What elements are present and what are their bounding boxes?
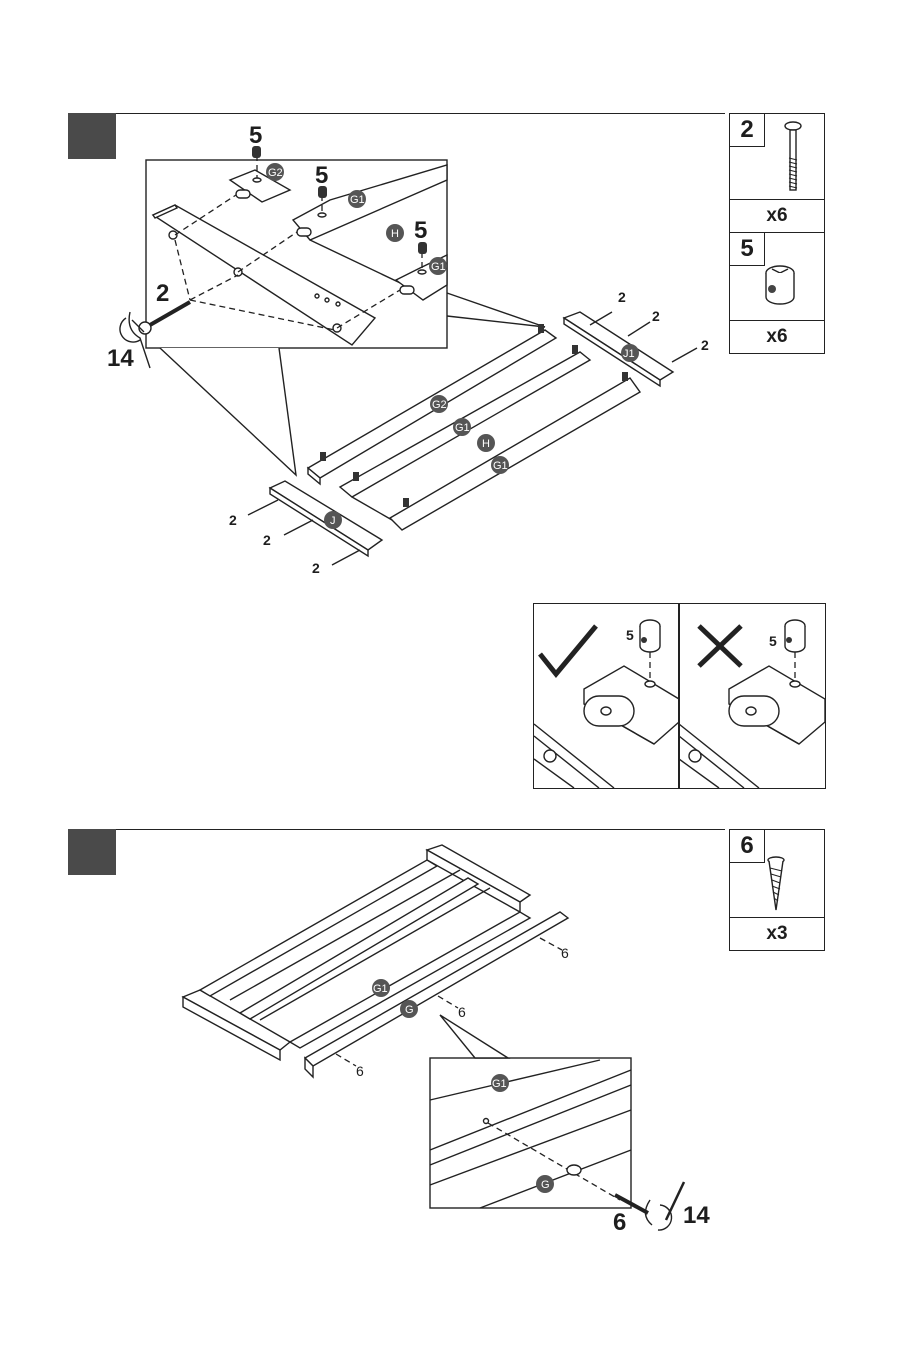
label-g1: G1 bbox=[431, 261, 446, 273]
label-j1: J1 bbox=[623, 348, 635, 360]
callout-tool: 14 bbox=[683, 1202, 710, 1229]
label-g1: G1 bbox=[492, 1078, 507, 1090]
label-g1: G1 bbox=[350, 194, 365, 206]
callout-barrel-nut: 5 bbox=[315, 162, 328, 189]
callout-bolt: 2 bbox=[156, 280, 169, 307]
correct-orientation-panel: 5 bbox=[533, 603, 680, 789]
label-g1: G1 bbox=[493, 460, 508, 472]
callout-screw: 6 bbox=[356, 1063, 364, 1079]
callout-small-bolt: 2 bbox=[312, 560, 320, 576]
label-g1: G1 bbox=[455, 422, 470, 434]
label-g: G bbox=[541, 1179, 550, 1191]
step-2-assembly-drawing: G1 G G1 G 6 6 6 6 14 bbox=[0, 820, 914, 1240]
correct-orientation-drawing: 5 bbox=[534, 604, 679, 788]
callout-barrel-nut: 5 bbox=[626, 627, 634, 643]
callout-small-bolt: 2 bbox=[229, 512, 237, 528]
callout-barrel-nut: 5 bbox=[769, 633, 777, 649]
callout-small-bolt: 2 bbox=[701, 337, 709, 353]
callout-barrel-nut: 5 bbox=[414, 217, 427, 244]
label-h: H bbox=[482, 438, 490, 450]
callout-screw: 6 bbox=[561, 945, 569, 961]
incorrect-orientation-panel: 5 bbox=[678, 603, 826, 789]
label-g2: G2 bbox=[432, 399, 447, 411]
label-g: G bbox=[405, 1004, 414, 1016]
callout-barrel-nut: 5 bbox=[249, 122, 262, 149]
callout-small-bolt: 2 bbox=[652, 308, 660, 324]
label-j: J bbox=[330, 515, 336, 527]
incorrect-orientation-drawing: 5 bbox=[679, 604, 825, 788]
callout-screw: 6 bbox=[613, 1209, 626, 1236]
step-1-assembly-drawing: 5 5 5 2 14 2 2 2 2 2 2 G2 G1 H G1 G2 G1 … bbox=[0, 0, 914, 600]
callout-screw: 6 bbox=[458, 1004, 466, 1020]
callout-tool: 14 bbox=[107, 345, 134, 372]
callout-small-bolt: 2 bbox=[263, 532, 271, 548]
zoom-detail-box bbox=[430, 1058, 631, 1208]
label-g1: G1 bbox=[373, 983, 388, 995]
cross-icon bbox=[699, 626, 741, 666]
label-h: H bbox=[391, 228, 399, 240]
label-g2: G2 bbox=[268, 167, 283, 179]
check-icon bbox=[540, 626, 596, 674]
callout-small-bolt: 2 bbox=[618, 289, 626, 305]
